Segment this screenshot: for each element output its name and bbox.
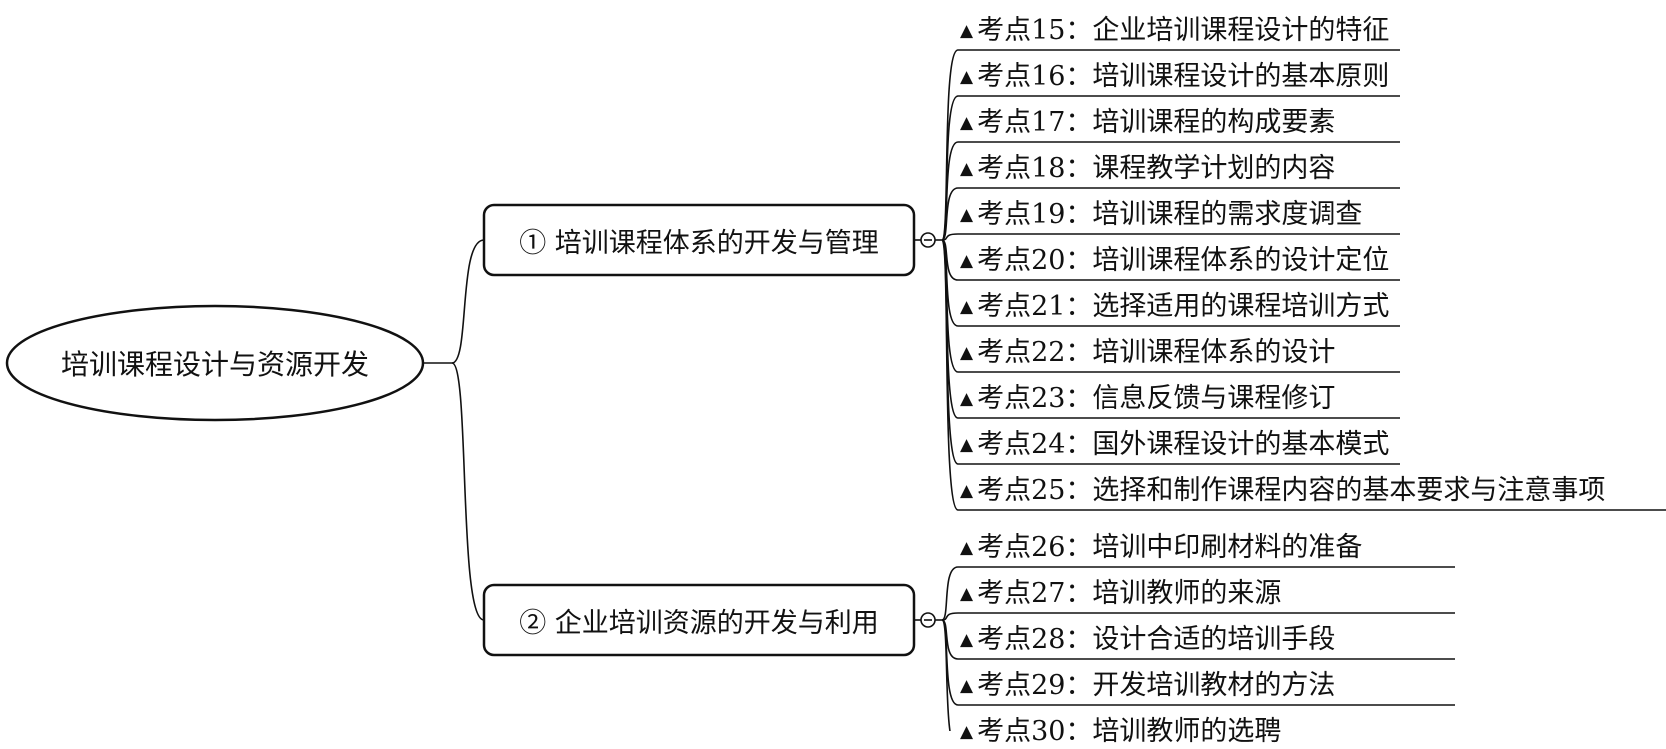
leaf-label: 考点20：培训课程体系的设计定位 xyxy=(977,245,1390,276)
leaf-item: ▲考点22：培训课程体系的设计 xyxy=(960,336,1335,370)
branch-2-label[interactable]: ② 企业培训资源的开发与利用 xyxy=(519,607,879,639)
leaf-label: 考点26：培训中印刷材料的准备 xyxy=(977,532,1363,563)
leaf-label: 考点19：培训课程的需求度调查 xyxy=(977,199,1363,230)
leaf-item: ▲考点21：选择适用的课程培训方式 xyxy=(960,290,1389,324)
leaf-item: ▲考点17：培训课程的构成要素 xyxy=(960,106,1335,140)
triangle-marker-icon: ▲ xyxy=(960,538,974,558)
root-node-label: 培训课程设计与资源开发 xyxy=(60,348,369,381)
leaf-label: 考点17：培训课程的构成要素 xyxy=(977,107,1336,138)
triangle-marker-icon: ▲ xyxy=(960,297,974,317)
triangle-marker-icon: ▲ xyxy=(960,630,974,650)
leaf-label: 考点28：设计合适的培训手段 xyxy=(977,624,1336,655)
triangle-marker-icon: ▲ xyxy=(960,113,974,133)
leaf-item: ▲考点28：设计合适的培训手段 xyxy=(960,623,1335,657)
leaf-item: ▲考点16：培训课程设计的基本原则 xyxy=(960,60,1389,94)
leaf-label: 考点27：培训教师的来源 xyxy=(977,578,1282,609)
mindmap-canvas xyxy=(5,49,1666,731)
triangle-marker-icon: ▲ xyxy=(960,481,974,501)
leaf-connector xyxy=(941,619,951,731)
branch-1-connector xyxy=(451,239,485,364)
triangle-marker-icon: ▲ xyxy=(960,389,974,409)
branch-2-leaf-lines xyxy=(935,566,1455,731)
triangle-marker-icon: ▲ xyxy=(960,343,974,363)
leaf-label: 考点18：课程教学计划的内容 xyxy=(977,153,1336,184)
leaf-connector xyxy=(941,239,959,511)
leaf-item: ▲考点30：培训教师的选聘 xyxy=(960,715,1281,749)
leaf-label: 考点22：培训课程体系的设计 xyxy=(977,337,1336,368)
leaf-item: ▲考点26：培训中印刷材料的准备 xyxy=(960,531,1362,565)
leaf-connector xyxy=(941,187,959,241)
leaf-item: ▲考点29：开发培训教材的方法 xyxy=(960,669,1335,703)
leaf-label: 考点29：开发培训教材的方法 xyxy=(977,670,1336,701)
branch-1-leaf-lines xyxy=(935,49,1666,511)
triangle-marker-icon: ▲ xyxy=(960,435,974,455)
leaf-item: ▲考点15：企业培训课程设计的特征 xyxy=(960,14,1389,48)
leaf-label: 考点30：培训教师的选聘 xyxy=(977,716,1282,747)
triangle-marker-icon: ▲ xyxy=(960,722,974,742)
triangle-marker-icon: ▲ xyxy=(960,251,974,271)
leaf-item: ▲考点20：培训课程体系的设计定位 xyxy=(960,244,1389,278)
leaf-connector xyxy=(941,49,959,241)
leaf-item: ▲考点18：课程教学计划的内容 xyxy=(960,152,1335,186)
leaf-item: ▲考点24：国外课程设计的基本模式 xyxy=(960,428,1389,462)
leaf-item: ▲考点23：信息反馈与课程修订 xyxy=(960,382,1335,416)
triangle-marker-icon: ▲ xyxy=(960,67,974,87)
triangle-marker-icon: ▲ xyxy=(960,584,974,604)
branch-2-collapse-icon[interactable] xyxy=(914,612,936,628)
leaf-label: 考点15：企业培训课程设计的特征 xyxy=(977,15,1390,46)
triangle-marker-icon: ▲ xyxy=(960,159,974,179)
leaf-label: 考点25：选择和制作课程内容的基本要求与注意事项 xyxy=(977,475,1606,506)
leaf-label: 考点23：信息反馈与课程修订 xyxy=(977,383,1336,414)
branch-2-connector xyxy=(451,362,485,621)
branch-1-label[interactable]: ① 培训课程体系的开发与管理 xyxy=(519,227,879,259)
leaf-item: ▲考点27：培训教师的来源 xyxy=(960,577,1281,611)
triangle-marker-icon: ▲ xyxy=(960,21,974,41)
triangle-marker-icon: ▲ xyxy=(960,676,974,696)
leaf-label: 考点21：选择适用的课程培训方式 xyxy=(977,291,1390,322)
leaf-label: 考点24：国外课程设计的基本模式 xyxy=(977,429,1390,460)
leaf-item: ▲考点25：选择和制作课程内容的基本要求与注意事项 xyxy=(960,474,1605,508)
triangle-marker-icon: ▲ xyxy=(960,205,974,225)
leaf-label: 考点16：培训课程设计的基本原则 xyxy=(977,61,1390,92)
leaf-connector xyxy=(941,566,959,621)
leaf-item: ▲考点19：培训课程的需求度调查 xyxy=(960,198,1362,232)
branch-1-collapse-icon[interactable] xyxy=(914,232,936,248)
